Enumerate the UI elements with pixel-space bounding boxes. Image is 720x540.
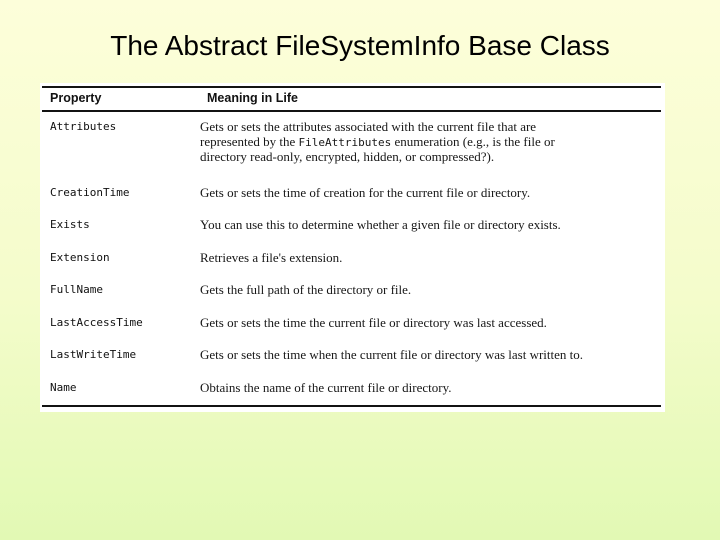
meaning-text: Gets or sets the attributes associated w… [200,119,537,149]
meaning-text: Gets or sets the time when the current f… [200,347,584,362]
column-header-meaning-in-life: Meaning in Life [207,91,298,105]
table-row: LastWriteTime Gets or sets the time when … [50,347,661,363]
meaning-cell: Gets or sets the time of creation for th… [200,184,661,201]
inline-code: FileAttributes [298,135,392,149]
table-row: Extension Retrieves a file's extension. [50,249,661,266]
meaning-cell: Retrieves a file's extension. [200,249,661,266]
property-name-cell: Attributes [50,120,117,133]
meaning-cell: Gets the full path of the directory or f… [200,282,661,298]
property-name-cell: Name [50,380,77,394]
property-name-cell: Exists [50,218,90,231]
meaning-text: Retrieves a file's extension. [200,249,343,265]
meaning-cell: Gets or sets the attributes associated w… [200,119,661,165]
slide-title: The Abstract FileSystemInfo Base Class [110,30,610,61]
table-header-row: Property Meaning in Life [50,91,659,105]
meaning-text: Gets the full path of the directory or f… [200,282,412,297]
table-row: Exists You can use this to determine whet… [50,217,661,233]
meaning-cell: You can use this to determine whether a … [200,217,661,233]
table-row: Name Obtains the name of the current file… [50,379,661,396]
meaning-text: You can use this to determine whether a … [200,217,561,232]
table-header-rule [42,110,661,112]
column-header-property: Property [50,91,102,105]
table-row: Attributes Gets or sets the attributes as… [50,119,661,165]
meaning-cell: Obtains the name of the current file or … [200,379,661,396]
property-name-cell: Extension [50,250,110,264]
table-row: FullName Gets the full path of the direct… [50,282,661,298]
property-name-cell: CreationTime [50,185,130,199]
meaning-cell: Gets or sets the time when the current f… [200,347,661,363]
table-row: CreationTime Gets or sets the time of cre… [50,184,661,201]
property-name-cell: LastWriteTime [50,348,137,361]
table-bottom-rule [42,405,661,407]
meaning-text: Gets or sets the time of creation for th… [200,184,531,200]
table-row: LastAccessTime Gets or sets the time the … [50,314,661,331]
property-name-cell: FullName [50,283,103,296]
table-rows: Attributes Gets or sets the attributes as… [50,119,661,413]
meaning-text: Gets or sets the time the current file o… [200,314,547,330]
table-top-rule [42,86,661,88]
meaning-text: Obtains the name of the current file or … [200,379,452,395]
meaning-cell: Gets or sets the time the current file o… [200,314,661,331]
meaning-text: enumeration (e.g., is the file or direct… [200,133,555,164]
property-name-cell: LastAccessTime [50,315,143,329]
